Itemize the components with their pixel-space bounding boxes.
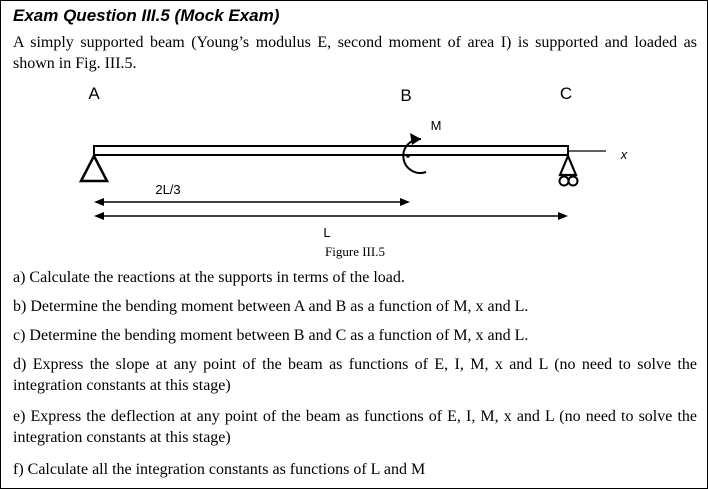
question-f: f) Calculate all the integration constan… [13,461,426,478]
dim-ab-arrow-left [94,198,104,206]
moment-point [406,154,410,158]
pin-support-a [78,153,110,183]
question-a: a) Calculate the reactions at the suppor… [13,269,405,286]
label-c: C [560,84,572,103]
dim-ac-label: L [323,225,330,240]
dim-ac-arrow-right [558,212,568,220]
beam [93,145,569,156]
question-b: b) Determine the bending moment between … [13,298,529,315]
question-e: e) Express the deflection at any point o… [13,408,697,446]
label-a: A [88,84,100,103]
figure-caption: Figure III.5 [325,244,385,259]
roller-support-c [558,153,578,177]
dim-ab-label: 2L/3 [155,182,180,197]
moment-label: M [431,118,442,133]
page-title: Exam Question III.5 (Mock Exam) [13,6,280,25]
roller-wheel-right [567,175,579,187]
dim-ab-arrow-right [400,198,410,206]
moment-arrowhead [410,133,421,145]
question-d: d) Express the slope at any point of the… [13,356,697,394]
beam-figure: A B C x M 2L/3 L [78,84,628,240]
roller-wheel-left [558,175,570,187]
label-b: B [400,86,411,105]
intro-text: A simply supported beam (Young’s modulus… [13,34,697,72]
question-c: c) Determine the bending moment between … [13,327,529,344]
x-axis-label: x [620,147,628,162]
dim-ac-arrow-left [94,212,104,220]
